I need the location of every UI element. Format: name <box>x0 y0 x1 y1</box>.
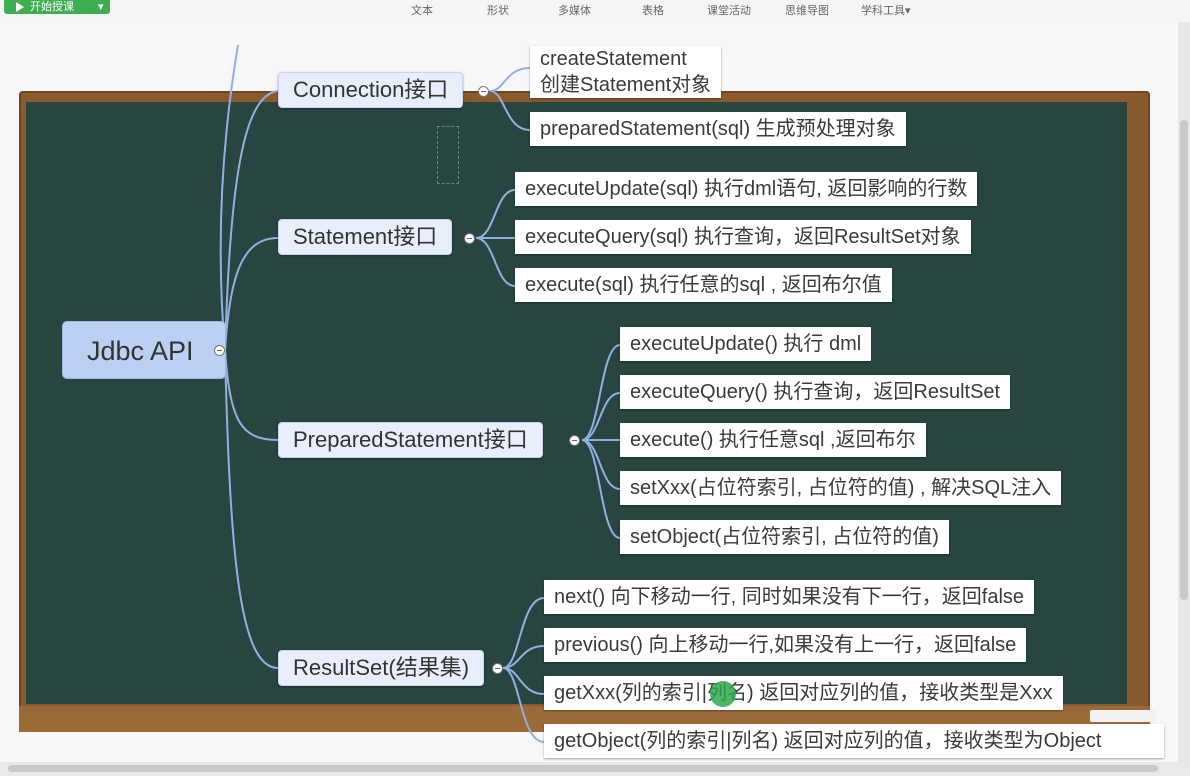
leaf-prepared-statement[interactable]: preparedStatement(sql) 生成预处理对象 <box>530 112 906 146</box>
collapse-toggle-icon[interactable] <box>569 435 580 446</box>
leaf-execute-update-sql[interactable]: executeUpdate(sql) 执行dml语句, 返回影响的行数 <box>515 172 978 206</box>
leaf-ps-execute-update[interactable]: executeUpdate() 执行 dml <box>620 327 872 361</box>
leaf-rs-previous[interactable]: previous() 向上移动一行,如果没有上一行，返回false <box>544 628 1027 662</box>
tool-subject-tools[interactable]: 学科工具▾ <box>861 2 911 18</box>
collapse-toggle-icon[interactable] <box>214 345 225 356</box>
branch-preparedstatement[interactable]: PreparedStatement接口 <box>278 422 543 458</box>
root-node[interactable]: Jdbc API <box>62 321 226 379</box>
chalk-piece <box>1090 710 1156 722</box>
tool-mindmap[interactable]: 思维导图 <box>785 5 829 17</box>
start-teaching-button[interactable]: 开始授课 ▾ <box>4 0 110 14</box>
tool-class-activity[interactable]: 课堂活动 <box>707 5 751 17</box>
subject-tools-label: 学科工具 <box>861 5 905 17</box>
leaf-rs-get-object[interactable]: getObject(列的索引|列名) 返回对应列的值，接收类型为Object <box>544 724 1164 758</box>
branch-connection[interactable]: Connection接口 <box>278 72 464 108</box>
branch-resultset[interactable]: ResultSet(结果集) <box>278 650 485 686</box>
leaf-execute-sql[interactable]: execute(sql) 执行任意的sql , 返回布尔值 <box>515 268 892 302</box>
play-icon <box>16 2 24 12</box>
start-teaching-label: 开始授课 <box>30 1 74 13</box>
leaf-execute-query-sql[interactable]: executeQuery(sql) 执行查询，返回ResultSet对象 <box>515 220 971 254</box>
collapse-toggle-icon[interactable] <box>478 86 489 97</box>
chevron-down-icon: ▾ <box>905 5 911 17</box>
horizontal-scrollbar-thumb[interactable] <box>8 765 1158 772</box>
vertical-scrollbar-thumb[interactable] <box>1180 120 1188 600</box>
chevron-down-icon: ▾ <box>98 1 104 13</box>
leaf-rs-get-xxx[interactable]: getXxx(列的索引|列名) 返回对应列的值，接收类型是Xxx <box>544 676 1063 710</box>
leaf-rs-next[interactable]: next() 向下移动一行, 同时如果没有下一行，返回false <box>544 580 1035 614</box>
tool-media[interactable]: 多媒体 <box>558 5 591 17</box>
collapse-toggle-icon[interactable] <box>464 233 475 244</box>
tool-shape[interactable]: 形状 <box>487 5 509 17</box>
selection-placeholder <box>437 126 459 184</box>
leaf-ps-set-xxx[interactable]: setXxx(占位符索引, 占位符的值) , 解决SQL注入 <box>620 471 1062 505</box>
tool-table[interactable]: 表格 <box>642 5 664 17</box>
tool-text[interactable]: 文本 <box>411 5 433 17</box>
pointer-cursor-icon <box>710 681 736 707</box>
leaf-create-statement[interactable]: createStatement 创建Statement对象 <box>530 46 722 98</box>
collapse-toggle-icon[interactable] <box>492 663 503 674</box>
leaf-ps-set-object[interactable]: setObject(占位符索引, 占位符的值) <box>620 520 949 554</box>
leaf-ps-execute-query[interactable]: executeQuery() 执行查询，返回ResultSet <box>620 375 1011 409</box>
top-toolbar: 开始授课 ▾ 文本 形状 多媒体 表格 课堂活动 思维导图 学科工具▾ <box>0 0 1190 22</box>
leaf-ps-execute[interactable]: execute() 执行任意sql ,返回布尔 <box>620 423 926 457</box>
branch-statement[interactable]: Statement接口 <box>278 219 453 255</box>
